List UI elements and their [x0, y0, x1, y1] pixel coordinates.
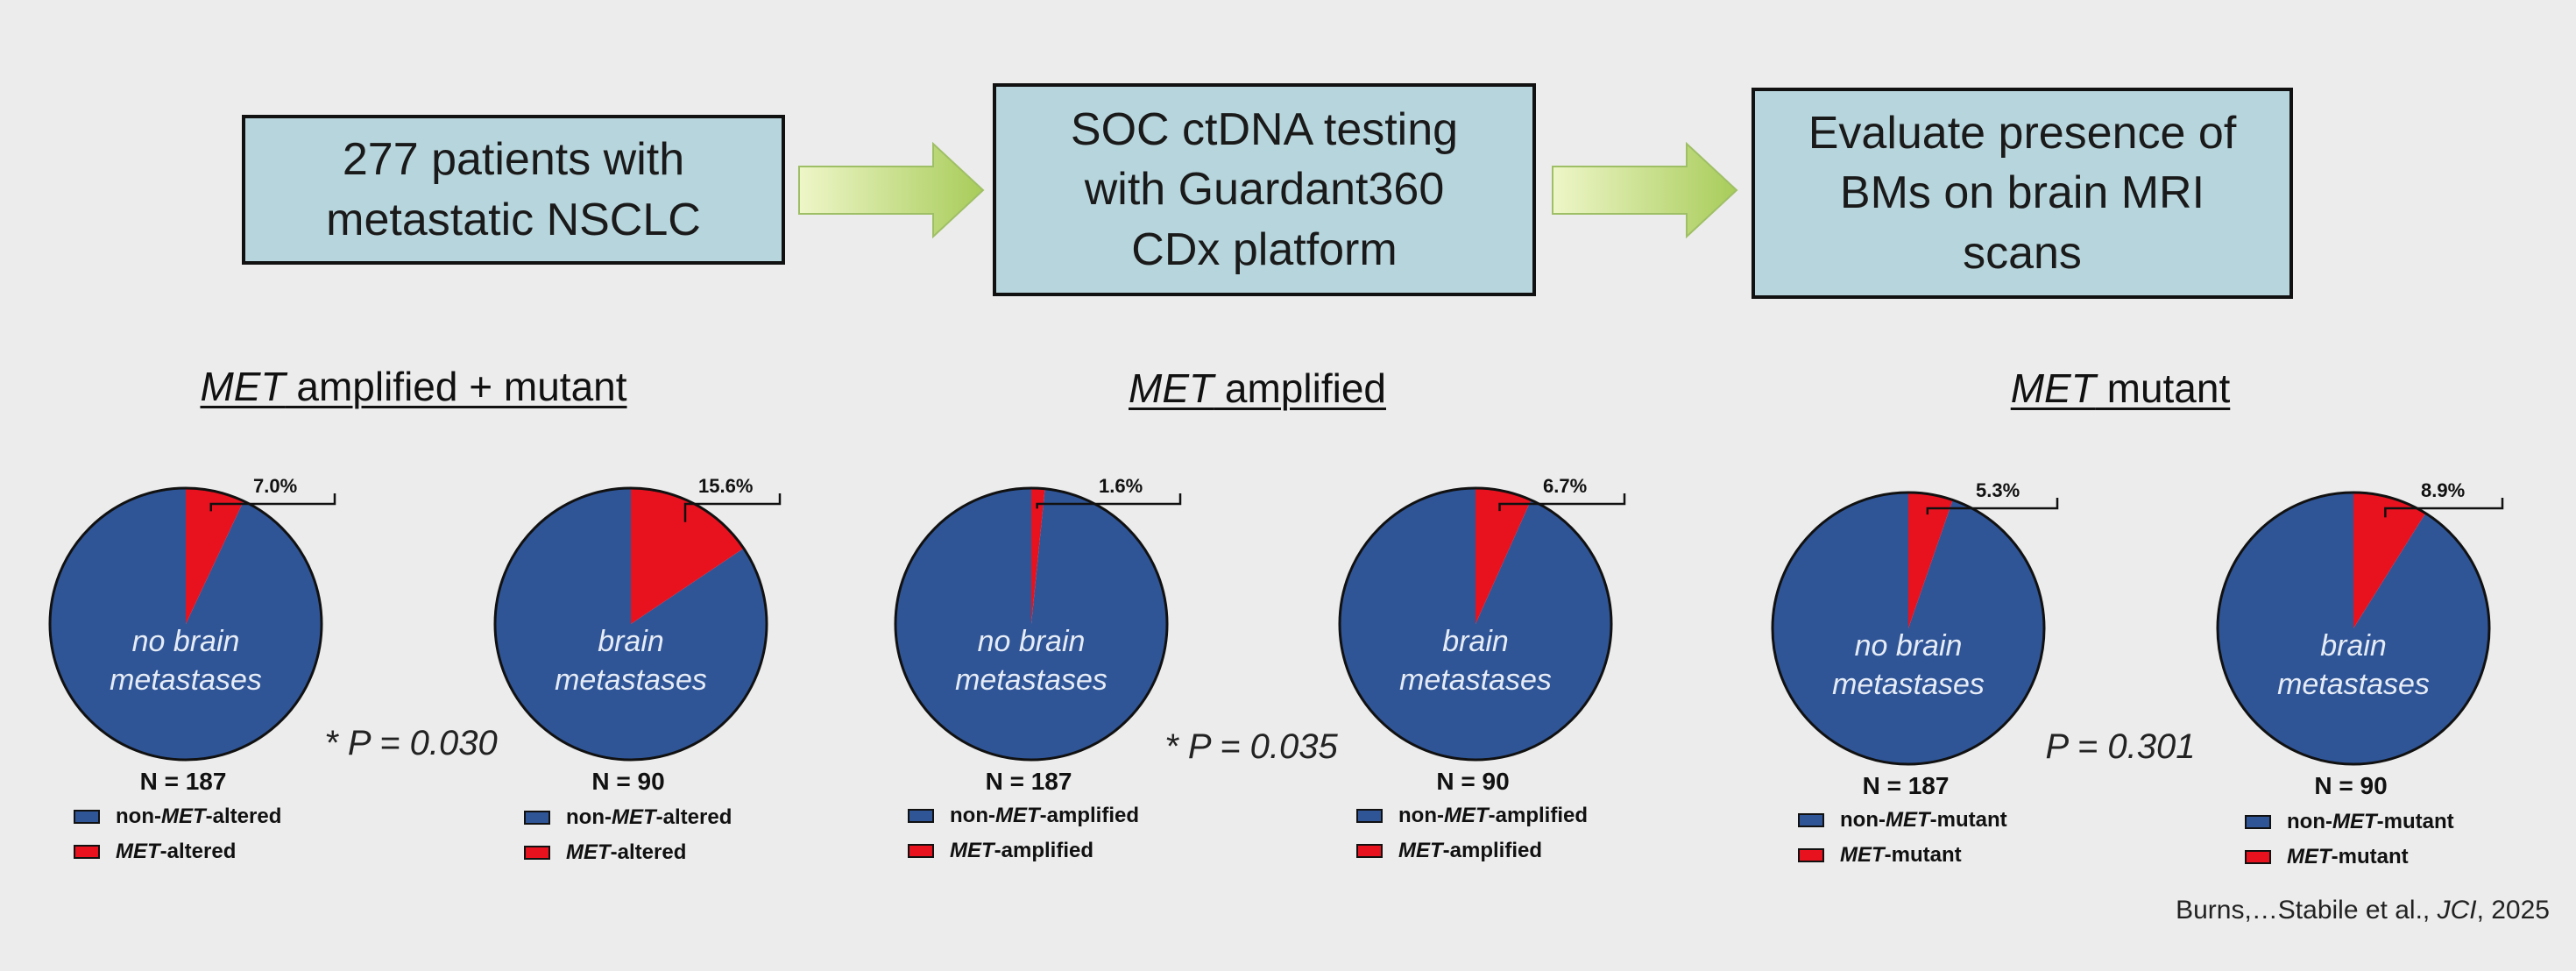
pie-inner-label: brain metastases: [1399, 625, 1552, 698]
pie-inner-label: brain metastases: [555, 625, 707, 698]
legend: non-MET-mutant MET-mutant: [1798, 803, 2007, 873]
p-value-mutant: P = 0.301: [2045, 727, 2196, 766]
leader-line: [683, 493, 782, 522]
pie-inner-label: no brain metastases: [110, 625, 262, 698]
p-value-amplified: * P = 0.035: [1164, 727, 1338, 766]
legend-item-met: MET-amplified: [1356, 833, 1588, 868]
legend: non-MET-amplified MET-amplified: [908, 798, 1139, 868]
n-count: N = 187: [139, 768, 227, 795]
legend-item-met: MET-mutant: [1798, 838, 2007, 873]
pie-inner-label: no brain metastases: [955, 625, 1108, 698]
p-value-amplified-mutant: * P = 0.030: [324, 724, 498, 762]
n-count: N = 90: [591, 768, 665, 795]
pie-outline: [894, 486, 1169, 762]
swatch-red: [2245, 850, 2271, 864]
flow-box-patients: 277 patients with metastatic NSCLC: [242, 115, 785, 265]
pie-slice-met: [2353, 493, 2426, 628]
slice-percent-label: 6.7%: [1543, 475, 1588, 497]
slice-percent-label: 15.6%: [698, 475, 754, 497]
pie-slice-met: [1476, 488, 1532, 624]
citation: Burns,…Stabile et al., JCI, 2025: [2176, 896, 2550, 925]
legend: non-MET-mutant MET-mutant: [2245, 804, 2454, 875]
pie-chart: [493, 486, 782, 762]
swatch-blue: [1356, 809, 1383, 823]
swatch-red: [908, 844, 934, 858]
legend-item-met: MET-altered: [74, 834, 281, 869]
pie-outline: [493, 486, 768, 762]
flow-box-evaluate-bms: Evaluate presence of BMs on brain MRI sc…: [1752, 88, 2293, 299]
section-title-amplified-mutant: MET amplified + mutant: [200, 364, 627, 409]
n-count: N = 187: [1862, 772, 1950, 799]
slice-percent-label: 8.9%: [2421, 479, 2466, 501]
n-count: N = 90: [1436, 768, 1510, 795]
swatch-blue: [524, 811, 550, 825]
section-title-amplified: MET amplified: [1129, 365, 1386, 411]
pie-slice-met: [1908, 493, 1953, 628]
legend-item-non-met: non-MET-altered: [524, 800, 732, 835]
swatch-blue: [908, 809, 934, 823]
swatch-red: [1798, 848, 1824, 862]
pie-inner-label: brain metastases: [2277, 629, 2430, 702]
leader-line: [1498, 493, 1626, 512]
legend-item-met: MET-altered: [524, 835, 732, 870]
flow-arrow-2: [1552, 141, 1738, 239]
pie-slice-met: [186, 488, 244, 624]
swatch-blue: [1798, 813, 1824, 827]
flow-arrow-1: [798, 141, 985, 239]
pie-slice-met: [631, 488, 744, 624]
section-title-mutant: MET mutant: [2010, 365, 2231, 411]
flow-box-ctdna-testing: SOC ctDNA testing with Guardant360 CDx p…: [993, 83, 1536, 296]
swatch-red: [1356, 844, 1383, 858]
pie-chart: [1771, 491, 2059, 766]
pie-inner-label: no brain metastases: [1832, 629, 1985, 702]
leader-line: [1036, 493, 1182, 509]
pie-chart: [2216, 491, 2504, 766]
n-count: N = 187: [985, 768, 1072, 795]
legend-item-non-met: non-MET-amplified: [908, 798, 1139, 833]
legend-item-non-met: non-MET-mutant: [1798, 803, 2007, 838]
slice-percent-label: 7.0%: [253, 475, 298, 497]
pie-chart: [894, 486, 1182, 762]
n-count: N = 90: [2314, 772, 2388, 799]
pie-chart: [1338, 486, 1626, 762]
pie-outline: [1771, 491, 2046, 766]
pie-outline: [2216, 491, 2491, 766]
pie-slice-non-met: [49, 488, 322, 760]
swatch-blue: [2245, 815, 2271, 829]
pie-outline: [48, 486, 323, 762]
pie-chart: [48, 486, 336, 762]
slice-percent-label: 5.3%: [1976, 479, 2020, 501]
leader-line: [1926, 498, 2059, 515]
legend-item-non-met: non-MET-altered: [74, 799, 281, 834]
legend: non-MET-altered MET-altered: [524, 800, 732, 870]
legend-item-non-met: non-MET-mutant: [2245, 804, 2454, 840]
leader-line: [2384, 498, 2504, 518]
swatch-blue: [74, 810, 100, 824]
legend-item-non-met: non-MET-amplified: [1356, 798, 1588, 833]
swatch-red: [524, 846, 550, 860]
legend-item-met: MET-amplified: [908, 833, 1139, 868]
pie-outline: [1338, 486, 1613, 762]
legend: non-MET-amplified MET-amplified: [1356, 798, 1588, 868]
slice-percent-label: 1.6%: [1099, 475, 1143, 497]
swatch-red: [74, 845, 100, 859]
legend-item-met: MET-mutant: [2245, 840, 2454, 875]
pie-slice-met: [1031, 488, 1045, 624]
leader-line: [209, 493, 336, 512]
legend: non-MET-altered MET-altered: [74, 799, 281, 869]
